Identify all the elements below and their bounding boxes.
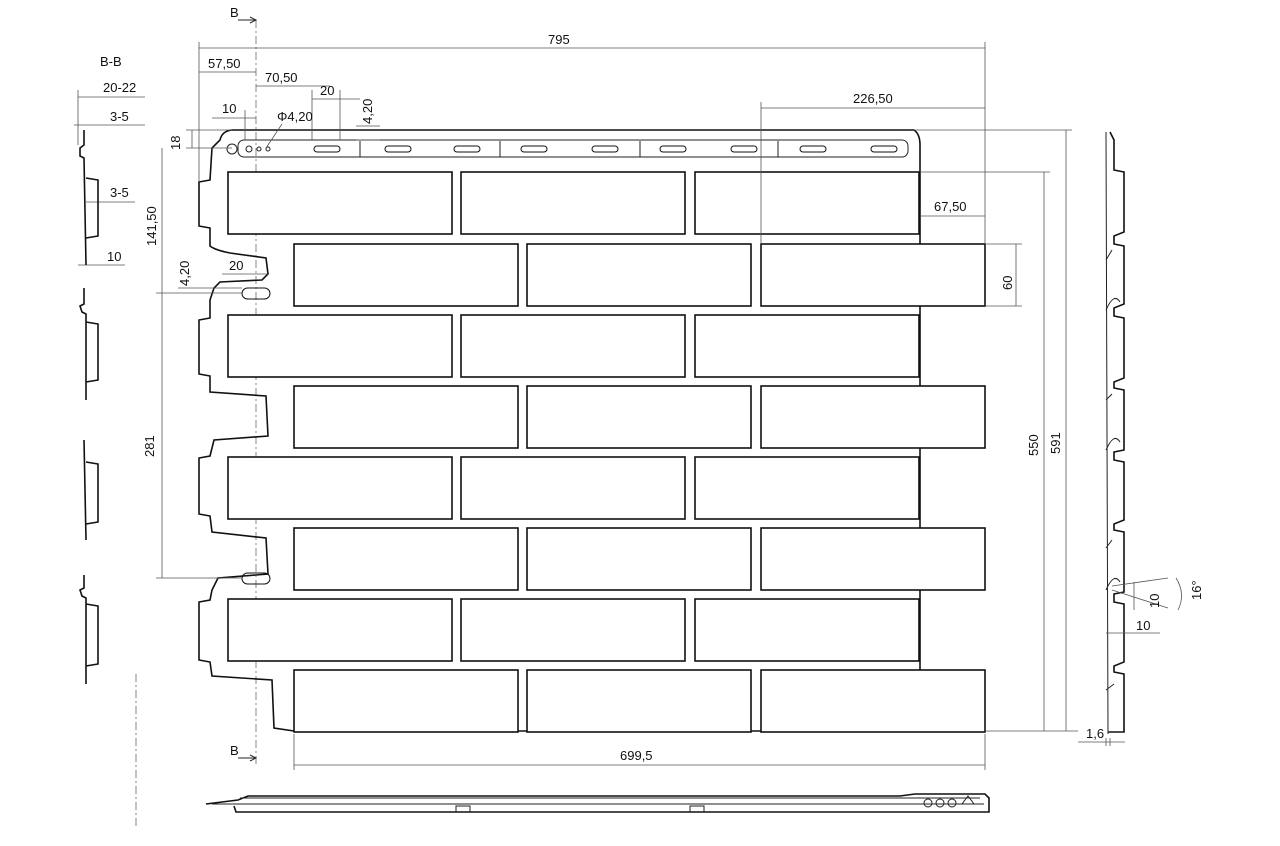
dim-hole-diameter: Φ4,20 bbox=[277, 109, 313, 124]
dim-226-50: 226,50 bbox=[853, 91, 893, 106]
dim-57-50: 57,50 bbox=[208, 56, 241, 71]
dim-bottom-width: 699,5 bbox=[620, 748, 653, 763]
side-profile-outline bbox=[1108, 131, 1125, 733]
dim-overall-width: 795 bbox=[548, 32, 570, 47]
strip-dividers bbox=[359, 141, 779, 157]
dimensions-right: 67,50 60 550 591 bbox=[914, 129, 1078, 732]
dim-4-20-vertical: 4,20 bbox=[360, 99, 375, 124]
sec-dim-3-5-b: 3-5 bbox=[110, 185, 129, 200]
panel-hole bbox=[245, 145, 253, 153]
dim-height-591: 591 bbox=[1048, 432, 1063, 454]
panel-right-edge bbox=[913, 129, 921, 160]
dim-281: 281 bbox=[142, 435, 157, 457]
dim-20-top: 20 bbox=[320, 83, 334, 98]
bricks bbox=[227, 171, 986, 733]
side-slot bbox=[241, 287, 271, 300]
nailing-strip bbox=[237, 139, 909, 158]
bottom-profile-outline bbox=[205, 793, 990, 813]
dim-18: 18 bbox=[168, 136, 183, 150]
nailing-slots bbox=[313, 145, 898, 153]
dim-20-side: 20 bbox=[229, 258, 243, 273]
dimensions-top: 795 57,50 70,50 20 10 Φ4,20 4,20 226,50 bbox=[198, 32, 986, 244]
sec-dim-10: 10 bbox=[107, 249, 121, 264]
section-mark-top: B bbox=[230, 5, 239, 20]
panel-hole bbox=[265, 146, 271, 152]
dimensions-left: 18 141,50 4,20 20 281 bbox=[142, 129, 268, 579]
panel-outline bbox=[198, 129, 985, 732]
dim-height-550: 550 bbox=[1026, 434, 1041, 456]
side-slot bbox=[241, 572, 271, 585]
side-profile-view: 10 16° 10 1,6 bbox=[1078, 131, 1204, 746]
dim-67-50: 67,50 bbox=[934, 199, 967, 214]
dimensions-bottom: 699,5 bbox=[293, 734, 986, 770]
side-dim-10-b: 10 bbox=[1136, 618, 1150, 633]
sec-dim-20-22: 20-22 bbox=[103, 80, 136, 95]
panel-hole bbox=[226, 143, 238, 155]
side-dim-10-a: 10 bbox=[1147, 594, 1162, 608]
side-dim-16: 16° bbox=[1189, 580, 1204, 600]
section-view: B-B 20-22 3-5 3-5 10 bbox=[74, 54, 145, 826]
bottom-profile-view bbox=[205, 793, 990, 813]
dim-4-20-side: 4,20 bbox=[177, 261, 192, 286]
section-view-title: B-B bbox=[100, 54, 122, 69]
section-markers: B B bbox=[230, 5, 258, 762]
main-panel-view bbox=[198, 20, 986, 765]
panel-hole bbox=[256, 146, 262, 152]
dim-141-50: 141,50 bbox=[144, 206, 159, 246]
dim-70-50: 70,50 bbox=[265, 70, 298, 85]
side-dim-1-6: 1,6 bbox=[1086, 726, 1104, 741]
dim-10-top: 10 bbox=[222, 101, 236, 116]
dim-brick-height: 60 bbox=[1000, 276, 1015, 290]
section-mark-bottom: B bbox=[230, 743, 239, 758]
sec-dim-3-5-a: 3-5 bbox=[110, 109, 129, 124]
